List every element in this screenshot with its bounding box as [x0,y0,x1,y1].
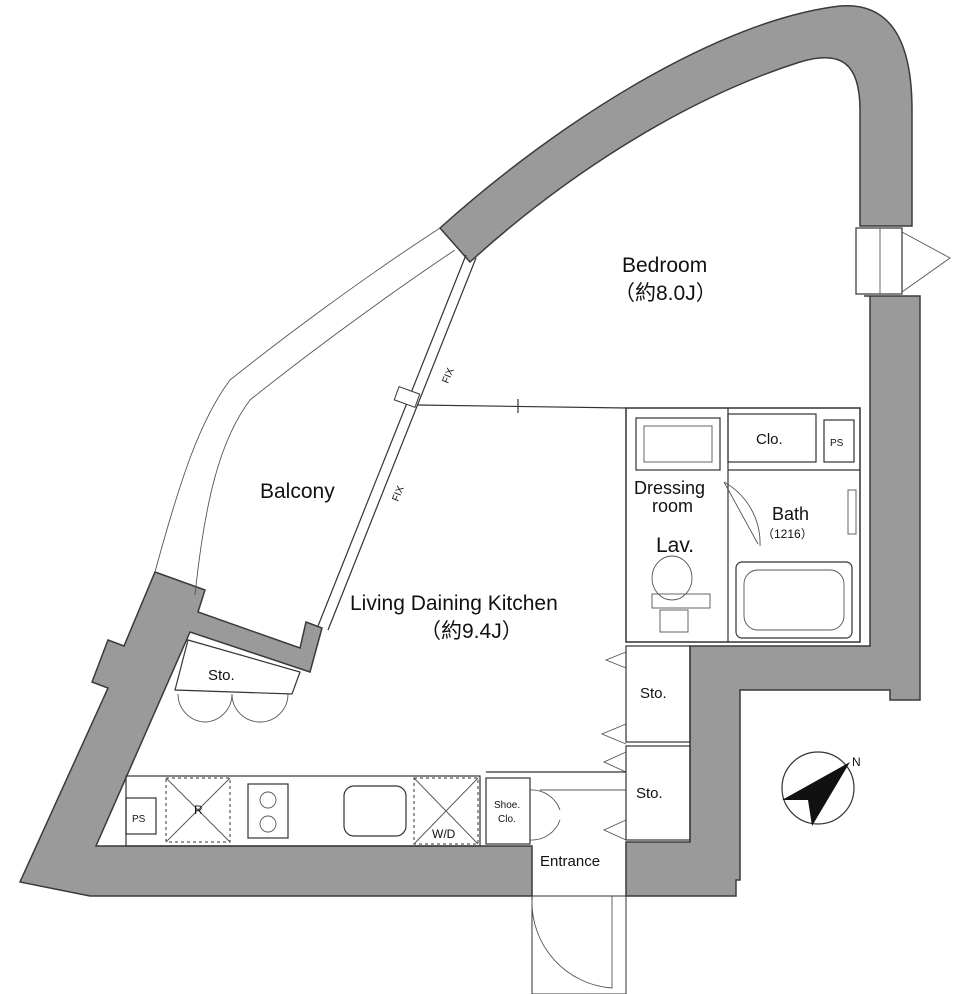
stove [247,783,289,839]
entrance-label: Entrance [540,853,600,870]
dressing-shelf-inner [643,425,713,463]
toilet-tank [651,593,711,609]
bedroom-size: （約8.0J） [614,282,717,305]
ldk-label: Living Daining Kitchen [350,592,558,615]
shoe-cabinet [485,777,531,845]
ps-box-top [823,419,855,463]
door-leaf [531,895,627,994]
bathtub-inner [743,569,845,631]
right-window [855,227,951,295]
balcony-rail [154,227,441,573]
sto-door-2 [602,751,627,841]
clo-box [727,413,817,463]
core-block [625,407,861,643]
kitchen-counter [125,775,531,847]
washer-cross [413,777,479,845]
ps-box-kitchen [125,797,157,835]
sto-door-1 [600,651,627,745]
bath-shelf [847,489,857,535]
sto-box-1 [625,645,691,743]
counter [125,775,481,847]
washer-box [413,777,479,845]
partition-line [417,404,627,409]
toilet-bowl [651,555,693,601]
bath-size: （1216） [762,527,813,541]
exterior-walls [18,5,921,897]
entrance-door [529,789,627,994]
dressing-label-2: room [652,496,693,516]
storage-right [600,645,691,841]
fix-window-1 [317,254,467,627]
sto-left-doors [177,693,289,723]
compass: N [781,751,861,826]
dressing-label-1: Dressing [634,478,705,498]
ps-kitchen-label: PS [132,814,146,825]
balcony [154,227,477,631]
stove-top [247,783,289,839]
fix-label-1: FIX [441,366,457,385]
storage-left [174,639,301,723]
balcony-label: Balcony [260,480,335,503]
fridge-box [165,777,231,843]
washer-label: W/D [432,827,456,841]
ps-top-label: PS [830,438,844,449]
window-swing [901,231,951,293]
lav-label: Lav. [656,534,694,557]
window-frame [855,227,903,295]
mullion [393,386,421,408]
bath-door [723,481,761,547]
sto-box-2 [625,745,691,841]
toilet-base [659,609,689,633]
sto-right-label-1: Sto. [640,685,667,702]
burner-2 [259,815,277,833]
fridge-label: R [194,803,203,817]
clo-label: Clo. [756,431,783,448]
burner-1 [259,791,277,809]
sto-left-label: Sto. [208,667,235,684]
bathtub [735,561,853,639]
balcony-inner [194,249,456,596]
fix-label-2: FIX [391,484,407,503]
compass-arrow-icon [782,762,850,826]
right-wall [625,295,921,897]
ldk-size: （約9.4J） [420,620,523,643]
shoe-label-2: Clo. [498,814,516,825]
fridge-cross [165,777,231,843]
bedroom-label: Bedroom [622,254,707,277]
bath-label: Bath [772,504,809,524]
door-swing [531,896,613,989]
core-outline [625,407,861,643]
dressing-shelf [635,417,721,471]
compass-north: N [852,755,861,769]
fix-window-2 [327,257,477,631]
shoe-label-1: Shoe. [494,800,520,811]
toilet [651,555,711,633]
sto-left-outline [174,639,301,695]
sto-right-label-2: Sto. [636,785,663,802]
curved-wall [438,5,913,264]
shoe-doors [529,789,561,841]
sink [343,785,407,837]
